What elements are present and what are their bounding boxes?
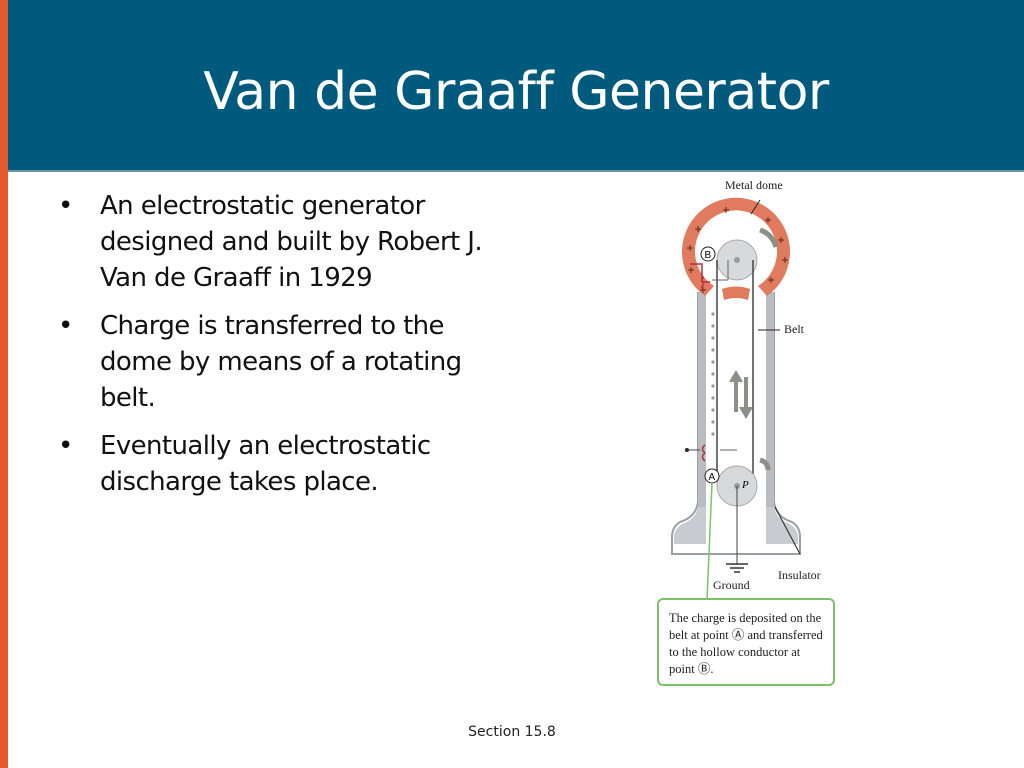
bullet-item: •Charge is transferred to the dome by me… xyxy=(58,308,488,416)
ground-label: Ground xyxy=(713,578,750,592)
pulley-p-label: P xyxy=(741,479,749,491)
bullet-dot-icon: • xyxy=(58,431,73,461)
van-de-graaff-diagram: B A P Metal dome Belt Ground Insulator xyxy=(650,172,850,692)
generator-illustration: B A P xyxy=(671,197,801,601)
bullet-dot-icon: • xyxy=(58,191,73,221)
point-b-label: B xyxy=(705,250,712,261)
bullet-item: •An electrostatic generator designed and… xyxy=(58,188,488,296)
slide-title: Van de Graaff Generator xyxy=(203,62,829,122)
belt-label: Belt xyxy=(784,322,804,336)
bullet-item: •Eventually an electrostatic discharge t… xyxy=(58,428,488,500)
accent-bar xyxy=(0,0,8,768)
point-a-label: A xyxy=(709,472,716,483)
title-banner: Van de Graaff Generator xyxy=(8,0,1024,172)
bullet-list: •An electrostatic generator designed and… xyxy=(58,188,488,512)
section-footer: Section 15.8 xyxy=(468,724,556,740)
insulator-label: Insulator xyxy=(778,568,821,582)
bullet-dot-icon: • xyxy=(58,311,73,341)
metal-dome-label: Metal dome xyxy=(725,178,783,192)
diagram-callout: The charge is deposited on the belt at p… xyxy=(657,598,835,686)
